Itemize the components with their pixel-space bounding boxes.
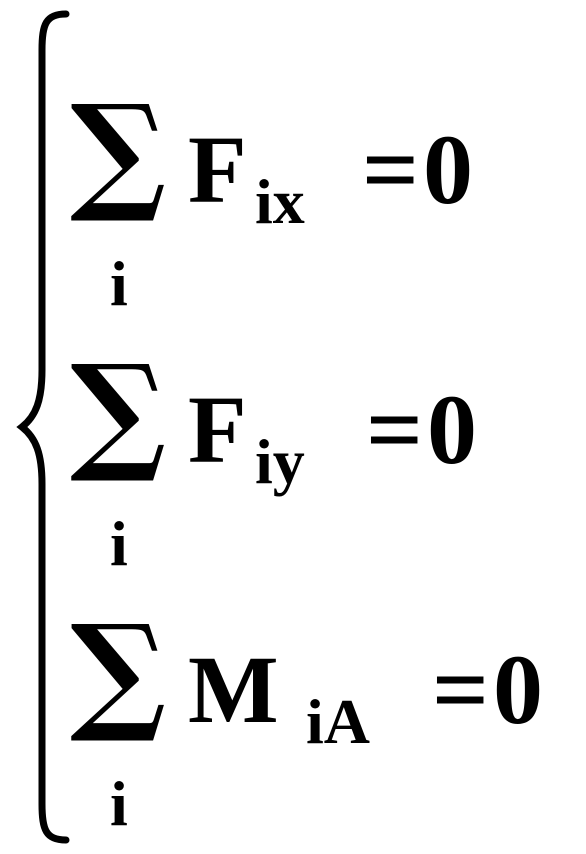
sigma-index: i bbox=[110, 508, 128, 579]
sigma-symbol: ∑ bbox=[70, 77, 167, 227]
sigma-index: i bbox=[110, 248, 128, 319]
moment-subscript: iA bbox=[306, 686, 370, 757]
force-symbol: F bbox=[188, 376, 247, 483]
left-brace-icon bbox=[16, 10, 70, 844]
equals-zero: =0 bbox=[432, 634, 547, 745]
force-subscript: iy bbox=[255, 426, 305, 497]
equals-zero: =0 bbox=[366, 374, 481, 485]
sigma-symbol: ∑ bbox=[70, 337, 167, 487]
equals-zero: =0 bbox=[362, 114, 477, 225]
force-symbol: F bbox=[188, 116, 247, 223]
moment-symbol: M bbox=[188, 636, 279, 743]
force-subscript: ix bbox=[255, 166, 305, 237]
sigma-index: i bbox=[110, 768, 128, 839]
sigma-symbol: ∑ bbox=[70, 597, 167, 747]
